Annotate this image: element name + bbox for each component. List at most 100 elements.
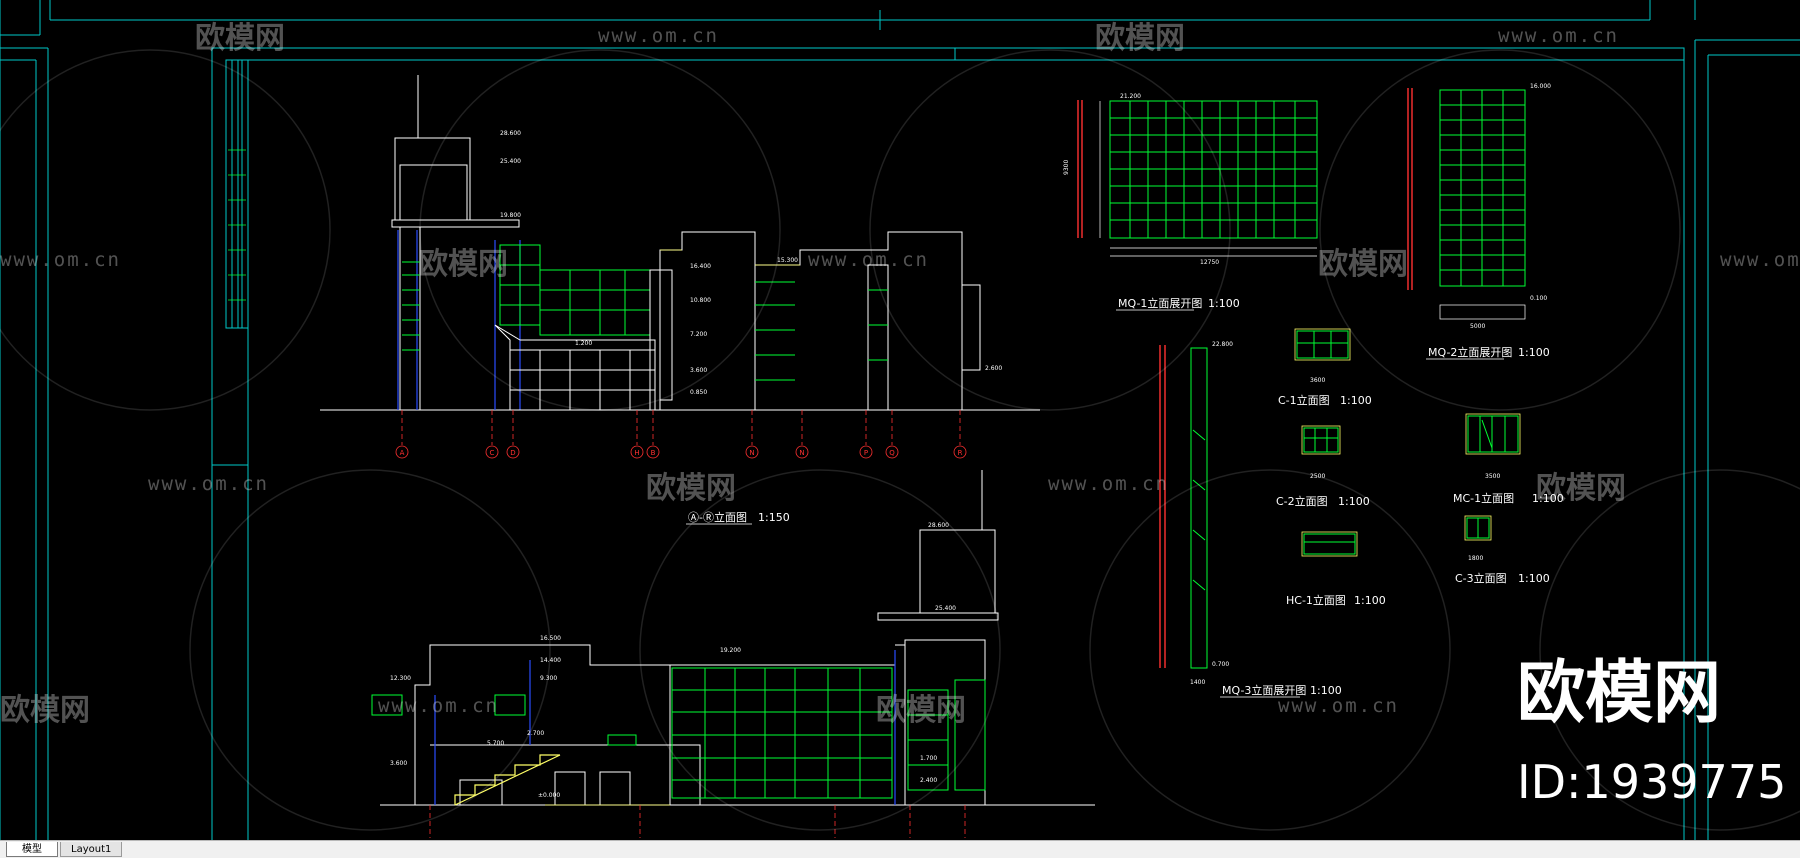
level-mark: 0.100 [1530, 295, 1547, 302]
drawing-title: MQ-2立面展开图 [1428, 345, 1512, 359]
hc1-elevation[interactable]: HC-1立面图 1:100 [1286, 531, 1386, 607]
level-mark: 2.400 [920, 777, 937, 784]
level-mark: 21.200 [1120, 93, 1141, 100]
dimension-width: 1400 [1190, 679, 1205, 686]
level-mark: 5.700 [487, 740, 504, 747]
level-mark: 9.300 [540, 675, 557, 682]
dimension-width: 3500 [1485, 473, 1500, 480]
level-mark: 16.000 [1530, 83, 1551, 90]
watermark-brand: 欧模网 [195, 21, 285, 56]
watermark-brand: 欧模网 [876, 693, 966, 728]
drawing-scale: 1:100 [1340, 394, 1372, 407]
dimension-width: 5000 [1470, 323, 1485, 330]
layout-tab-bar: 模型 Layout1 [0, 840, 1800, 858]
axis-label: B [651, 449, 656, 457]
c2-elevation[interactable]: 2500 C-2立面图 1:100 [1276, 425, 1370, 508]
axis-label: N [799, 449, 804, 457]
drawing-scale: 1:100 [1518, 346, 1550, 359]
mq2-elevation[interactable]: 16.000 0.100 5000 MQ-2立面展开图 1:100 [1407, 83, 1551, 360]
c3-elevation[interactable]: 1800 C-3立面图 1:100 [1455, 515, 1550, 585]
watermark-url: www.om.cn [1720, 249, 1800, 271]
drawing-title: MC-1立面图 [1453, 491, 1514, 505]
level-mark: 15.300 [777, 257, 798, 264]
drawing-scale: 1:100 [1518, 572, 1550, 585]
drawing-title: MQ-1立面展开图 [1118, 296, 1202, 310]
level-mark: 1.200 [575, 340, 592, 347]
watermark-brand: 欧模网 [1536, 471, 1626, 506]
mq1-elevation[interactable]: 21.200 12750 9300 MQ-1立面展开图 1:100 [1063, 93, 1318, 311]
level-mark: 19.200 [720, 647, 741, 654]
watermark-url: www.om.cn [148, 473, 269, 495]
level-mark: 25.400 [500, 158, 521, 165]
drawing-scale: 1:100 [1354, 594, 1386, 607]
level-mark: ±0.000 [538, 792, 560, 799]
drawing-title: C-1立面图 [1278, 393, 1330, 407]
axis-label: R [958, 449, 963, 457]
drawing-title: HC-1立面图 [1286, 593, 1346, 607]
elevation-a-r[interactable]: A C D H B N N P Q R 28.600 25.400 19.800… [320, 75, 1040, 525]
level-mark: 0.700 [1212, 661, 1229, 668]
watermark-url: www.om.cn [0, 249, 121, 271]
level-mark: 2.700 [527, 730, 544, 737]
axis-label: N [749, 449, 754, 457]
drawing-scale: 1:100 [1532, 492, 1564, 505]
drawing-title: C-3立面图 [1455, 571, 1507, 585]
c1-elevation[interactable]: 3600 C-1立面图 1:100 [1278, 328, 1372, 407]
watermark-url: www.om.cn [378, 695, 499, 717]
elevation-bottom[interactable]: 28.600 25.400 19.200 16.500 14.400 12.30… [371, 470, 1095, 838]
level-mark: 12.300 [390, 675, 411, 682]
drawing-scale: 1:150 [758, 511, 790, 524]
watermark-brand: 欧模网 [646, 471, 736, 506]
level-mark: 2.600 [985, 365, 1002, 372]
axis-label: D [510, 449, 515, 457]
level-mark: 3.600 [690, 367, 707, 374]
level-mark: 28.600 [500, 130, 521, 137]
drawing-scale: 1:100 [1208, 297, 1240, 310]
level-mark: 22.800 [1212, 341, 1233, 348]
level-mark: 14.400 [540, 657, 561, 664]
axis-label: A [400, 449, 405, 457]
level-mark: 0.850 [690, 389, 707, 396]
level-mark: 28.600 [928, 522, 949, 529]
cad-model-space[interactable]: A C D H B N N P Q R 28.600 25.400 19.800… [0, 0, 1800, 840]
level-mark: 19.800 [500, 212, 521, 219]
mc-elevation[interactable]: 3500 MC-1立面图 1:100 [1453, 413, 1564, 505]
level-mark: 1.700 [920, 755, 937, 762]
drawing-title: C-2立面图 [1276, 494, 1328, 508]
level-mark: 16.500 [540, 635, 561, 642]
axis-label: C [490, 449, 495, 457]
watermark-url: www.om.cn [1498, 25, 1619, 47]
dimension-width: 2500 [1310, 473, 1325, 480]
watermark-arcs [0, 49, 1800, 831]
watermark-url: www.om.cn [1048, 473, 1169, 495]
drawing-scale: 1:100 [1310, 684, 1342, 697]
level-mark: 16.400 [690, 263, 711, 270]
watermark-brand: 欧模网 [418, 247, 508, 282]
drawing-title: MQ-3立面展开图 [1222, 683, 1306, 697]
sheet-frames [0, 0, 1800, 840]
level-mark: 10.800 [690, 297, 711, 304]
dimension-width: 3600 [1310, 377, 1325, 384]
level-mark: 3.600 [390, 760, 407, 767]
watermark-url: www.om.cn [808, 249, 929, 271]
drawing-title: Ⓐ-Ⓡ立面图 [688, 510, 747, 524]
level-mark: 25.400 [935, 605, 956, 612]
brand-id: ID:1939775 [1517, 755, 1786, 809]
axis-label: H [634, 449, 639, 457]
level-mark: 7.200 [690, 331, 707, 338]
watermarks: 欧模网 www.om.cn 欧模网 www.om.cn www.om.cn 欧模… [0, 21, 1800, 728]
watermark-brand: 欧模网 [0, 693, 90, 728]
dimension-width: 12750 [1200, 259, 1219, 266]
watermark-url: www.om.cn [1278, 695, 1399, 717]
brand-overlay: 欧模网 ID:1939775 [1517, 654, 1786, 809]
watermark-brand: 欧模网 [1095, 21, 1185, 56]
tab-model[interactable]: 模型 [6, 842, 58, 857]
dimension-width: 1800 [1468, 555, 1483, 562]
dimension-height: 9300 [1063, 160, 1070, 175]
mq3-elevation[interactable]: 22.800 0.700 1400 MQ-3立面展开图 1:100 [1159, 341, 1342, 698]
left-strip-glazing [228, 149, 246, 301]
watermark-url: www.om.cn [598, 25, 719, 47]
drawing-scale: 1:100 [1338, 495, 1370, 508]
tab-layout1[interactable]: Layout1 [60, 842, 122, 857]
brand-name: 欧模网 [1517, 654, 1721, 733]
